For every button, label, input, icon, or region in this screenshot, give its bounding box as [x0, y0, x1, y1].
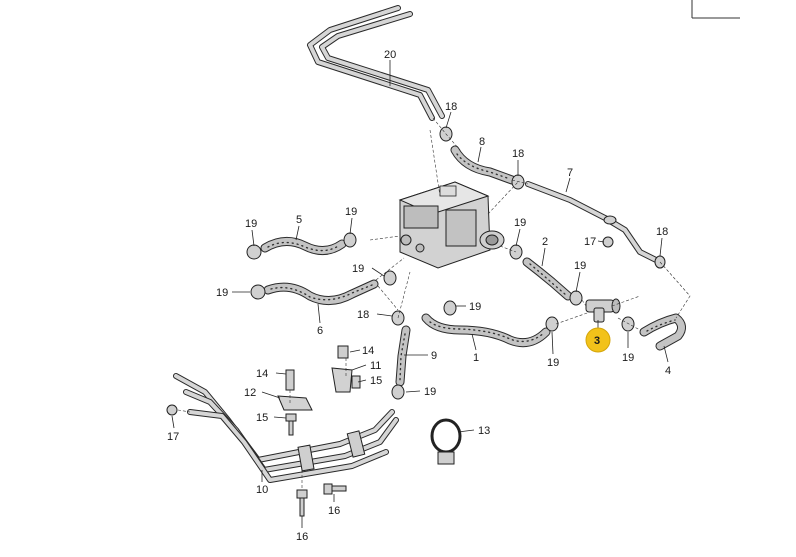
callout-19-g[interactable]: 19 — [469, 301, 481, 313]
callout-14-left[interactable]: 14 — [256, 368, 268, 380]
hose-5[interactable] — [260, 237, 347, 255]
callout-4[interactable]: 4 — [665, 365, 671, 377]
corner-mark — [691, 0, 740, 19]
pipe-20[interactable] — [307, 5, 445, 121]
callout-19-i[interactable]: 19 — [622, 352, 634, 364]
clamp-19-g[interactable] — [443, 300, 457, 316]
callout-19-a[interactable]: 19 — [245, 218, 257, 230]
hose-8[interactable] — [450, 145, 517, 185]
t-piece-3[interactable] — [585, 298, 621, 323]
clamp-19-d[interactable] — [250, 284, 266, 300]
callout-11[interactable]: 11 — [370, 360, 381, 372]
nut-17[interactable] — [166, 404, 178, 416]
pipe-7[interactable] — [525, 181, 663, 265]
bolt-16-right[interactable] — [323, 483, 347, 495]
callout-17-right[interactable]: 17 — [584, 236, 596, 248]
clip-17[interactable] — [602, 236, 614, 248]
callout-6[interactable]: 6 — [317, 325, 323, 337]
callout-18-top[interactable]: 18 — [445, 101, 457, 113]
callout-16-right[interactable]: 16 — [328, 505, 340, 517]
callout-19-h[interactable]: 19 — [547, 357, 559, 369]
stud-14[interactable] — [285, 369, 295, 391]
callout-3-highlight[interactable] — [585, 327, 611, 353]
callout-19-b[interactable]: 19 — [345, 206, 357, 218]
hose-2[interactable] — [522, 257, 573, 301]
bracket-12[interactable] — [277, 395, 313, 411]
clamp-19-b[interactable] — [343, 232, 357, 248]
callout-9[interactable]: 9 — [431, 350, 437, 362]
clip-13[interactable] — [430, 418, 462, 465]
bolt-15-left[interactable] — [285, 413, 297, 436]
callout-19-d[interactable]: 19 — [216, 287, 228, 299]
clamp-19-f[interactable] — [569, 290, 583, 306]
callout-1[interactable]: 1 — [473, 352, 479, 364]
callout-17-left[interactable]: 17 — [167, 431, 179, 443]
callout-19-e[interactable]: 19 — [514, 217, 526, 229]
leader-lines — [171, 60, 669, 528]
assembly-lines — [177, 117, 691, 490]
hose-9[interactable] — [395, 325, 411, 387]
callout-12[interactable]: 12 — [244, 387, 256, 399]
bolt-16-bottom[interactable] — [296, 489, 308, 517]
clamp-19-j[interactable] — [391, 384, 405, 400]
callout-19-c[interactable]: 19 — [352, 263, 364, 275]
clamp-19-h[interactable] — [545, 316, 559, 332]
clamp-19-a[interactable] — [246, 244, 262, 260]
callout-19-j[interactable]: 19 — [424, 386, 436, 398]
callout-14[interactable]: 14 — [362, 345, 374, 357]
hose-6[interactable] — [263, 279, 379, 305]
callout-20[interactable]: 20 — [384, 49, 396, 61]
callout-18-left[interactable]: 18 — [357, 309, 369, 321]
heater-unit[interactable] — [398, 181, 505, 269]
callout-13[interactable]: 13 — [478, 425, 490, 437]
callout-8[interactable]: 8 — [479, 136, 485, 148]
pipe-bundle-10[interactable] — [173, 373, 399, 483]
callout-19-f[interactable]: 19 — [574, 260, 586, 272]
callout-5[interactable]: 5 — [296, 214, 302, 226]
callout-15-left[interactable]: 15 — [256, 412, 268, 424]
hose-4[interactable] — [639, 313, 686, 351]
bolt-14-right[interactable] — [337, 345, 349, 359]
callout-3[interactable]: 3 — [594, 335, 600, 347]
bolt-15-right[interactable] — [351, 375, 361, 389]
clamp-19-i[interactable] — [621, 316, 635, 332]
clamp-19-c[interactable] — [383, 270, 397, 286]
callout-7[interactable]: 7 — [567, 167, 573, 179]
callout-18-right[interactable]: 18 — [656, 226, 668, 238]
callout-labels: 20 18 8 18 7 18 17 5 19 19 19 19 19 2 19… — [167, 49, 671, 543]
hose-1[interactable] — [421, 313, 551, 348]
callout-2[interactable]: 2 — [542, 236, 548, 248]
callout-15-right[interactable]: 15 — [370, 375, 382, 387]
callout-10[interactable]: 10 — [256, 484, 268, 496]
callout-18-mid[interactable]: 18 — [512, 148, 524, 160]
clamps — [246, 126, 666, 400]
callout-16-bottom[interactable]: 16 — [296, 531, 308, 543]
bracket-11[interactable] — [331, 367, 353, 393]
